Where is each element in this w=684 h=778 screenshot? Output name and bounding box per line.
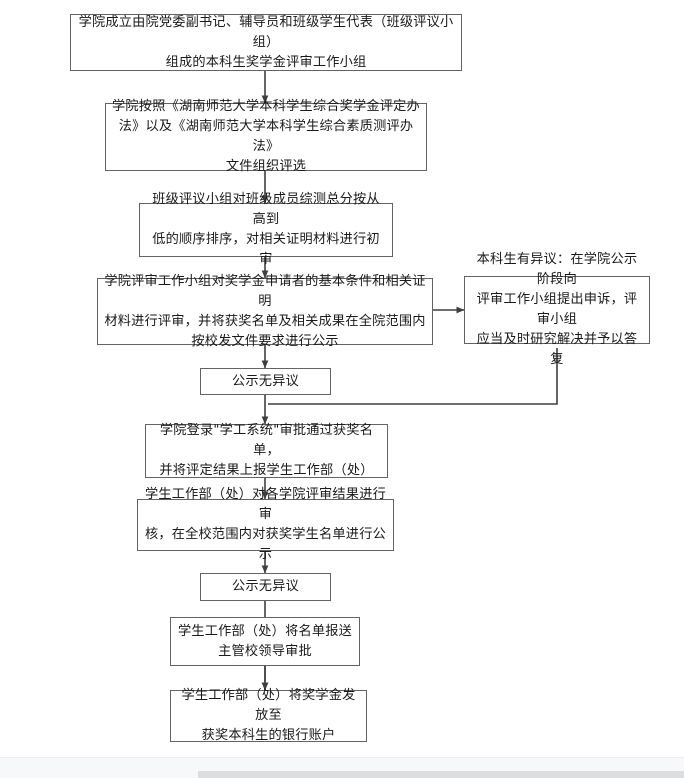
flow-node-n7[interactable]: 学院登录"学工系统"审批通过获奖名单， 并将评定结果上报学生工作部（处）	[145, 423, 388, 478]
flow-node-n9[interactable]: 公示无异议	[200, 573, 331, 601]
flow-node-n8[interactable]: 学生工作部（处）对各学院评审结果进行审 核，在全校范围内对获奖学生名单进行公示	[137, 487, 394, 562]
flow-node-n1-label: 学院成立由院党委副书记、辅导员和班级学生代表（班级评议小组） 组成的本科生奖学金…	[78, 14, 454, 70]
flow-node-n10[interactable]: 学生工作部（处）将名单报送 主管校领导审批	[170, 617, 360, 666]
flow-node-n6[interactable]: 公示无异议	[200, 368, 331, 395]
flow-node-n11[interactable]: 学生工作部（处）将奖学金发放至 获奖本科生的银行账户	[170, 688, 367, 743]
flow-node-n4-label: 学院评审工作小组对奖学金申请者的基本条件和相关证明 材料进行评审，并将获奖名单及…	[104, 273, 426, 349]
flow-node-n2-label: 学院按照《湖南师范大学本科学生综合奖学金评定办 法》以及《湖南师范大学本科学生综…	[112, 99, 420, 174]
flow-node-n8-label: 学生工作部（处）对各学院评审结果进行审 核，在全校范围内对获奖学生名单进行公示	[145, 487, 386, 562]
flow-node-n6-label: 公示无异议	[232, 373, 299, 389]
flow-node-n4[interactable]: 学院评审工作小组对奖学金申请者的基本条件和相关证明 材料进行评审，并将获奖名单及…	[97, 274, 433, 349]
flow-node-n5-label: 本科生有异议：在学院公示阶段向 评审工作小组提出申诉，评审小组 应当及时研究解决…	[476, 252, 638, 367]
flow-node-n9-label: 公示无异议	[232, 579, 299, 594]
flow-node-n3[interactable]: 班级评议小组对班级成员综测总分按从高到 低的顺序排序，对相关证明材料进行初审	[139, 192, 393, 267]
flow-node-n3-label: 班级评议小组对班级成员综测总分按从高到 低的顺序排序，对相关证明材料进行初审	[152, 192, 380, 267]
footer-scrollbar[interactable]	[198, 771, 684, 778]
flow-node-n5[interactable]: 本科生有异议：在学院公示阶段向 评审工作小组提出申诉，评审小组 应当及时研究解决…	[464, 252, 650, 367]
flow-node-n2[interactable]: 学院按照《湖南师范大学本科学生综合奖学金评定办 法》以及《湖南师范大学本科学生综…	[105, 99, 427, 174]
flow-node-n7-label: 学院登录"学工系统"审批通过获奖名单， 并将评定结果上报学生工作部（处）	[159, 423, 374, 478]
flow-node-n11-label: 学生工作部（处）将奖学金发放至 获奖本科生的银行账户	[181, 688, 356, 743]
flow-node-n10-label: 学生工作部（处）将名单报送 主管校领导审批	[177, 623, 353, 659]
flow-node-n1[interactable]: 学院成立由院党委副书记、辅导员和班级学生代表（班级评议小组） 组成的本科生奖学金…	[70, 14, 462, 71]
